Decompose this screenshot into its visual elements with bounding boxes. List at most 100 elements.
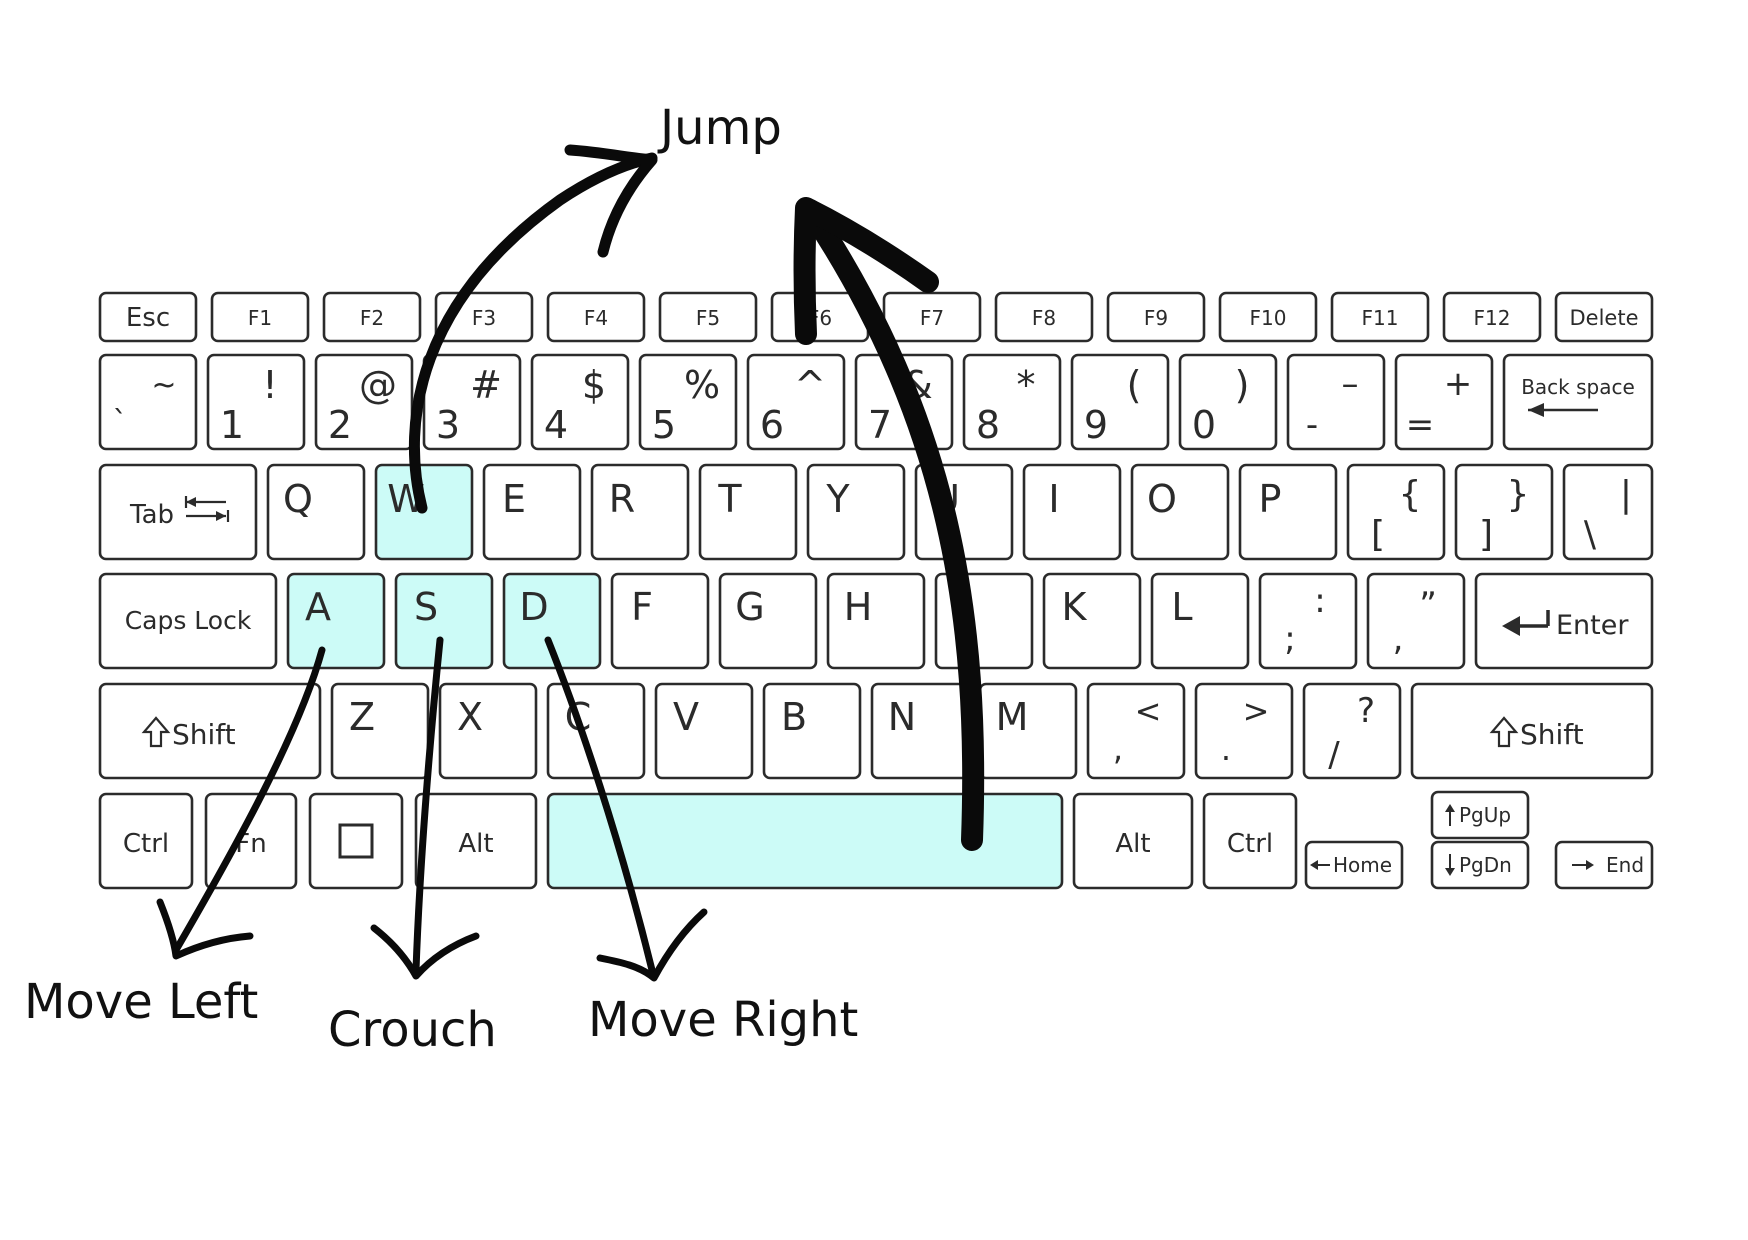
- shift-arrow-icon: [141, 716, 171, 748]
- jump-arrow-from-w: [408, 144, 658, 514]
- key-f4: F4: [546, 291, 646, 343]
- key-label: O: [1147, 477, 1177, 521]
- key-label: K: [1062, 585, 1088, 629]
- key-i: I: [1022, 463, 1122, 561]
- key-label: PgUp: [1459, 803, 1511, 827]
- key-9: (9: [1070, 353, 1170, 451]
- key-t: T: [698, 463, 798, 561]
- window-square-icon: [338, 823, 374, 859]
- key-label: F11: [1362, 306, 1399, 330]
- key-label: D: [519, 585, 548, 629]
- key-d: D: [502, 572, 602, 670]
- key-shift-right: Shift: [1410, 682, 1654, 780]
- key-label: F4: [584, 306, 608, 330]
- key-label: S: [414, 585, 438, 629]
- key-enter: Enter: [1474, 572, 1654, 670]
- key-top-label: @: [359, 363, 397, 407]
- key-top-label: ~: [151, 368, 176, 403]
- key-delete: Delete: [1554, 291, 1654, 343]
- key-bottom-label: 1: [220, 403, 244, 447]
- key-s: S: [394, 572, 494, 670]
- key-label: F7: [920, 306, 944, 330]
- key-a: A: [286, 572, 386, 670]
- key-label: P: [1259, 477, 1282, 521]
- key-bottom-label: 3: [436, 403, 460, 447]
- key-label: Esc: [126, 303, 170, 333]
- key-shift-left: Shift: [98, 682, 322, 780]
- key-bottom-label: -: [1306, 405, 1318, 445]
- key-b: B: [762, 682, 862, 780]
- key-z: Z: [330, 682, 430, 780]
- key-f11: F11: [1330, 291, 1430, 343]
- key-top-label: $: [582, 363, 606, 407]
- key-backspace: Back space: [1502, 353, 1654, 451]
- shift-arrow-icon: [1489, 716, 1519, 748]
- function-row: Esc F1 F2 F3 F4 F5 F6 F7 F8 F9 F10 F11 F…: [98, 291, 1654, 343]
- key-label: End: [1606, 853, 1644, 877]
- key-top-label: ^: [794, 363, 826, 407]
- key-f3: F3: [434, 291, 534, 343]
- key-top-label: ?: [1357, 691, 1375, 731]
- key-label: F1: [248, 306, 272, 330]
- key-label: F: [631, 585, 653, 629]
- key-label: F9: [1144, 306, 1168, 330]
- key-label: Home: [1333, 853, 1392, 877]
- key-tab: Tab: [98, 463, 258, 561]
- enter-arrow-icon: [1502, 610, 1550, 636]
- key-4: $4: [530, 353, 630, 451]
- left-arrow-icon: [1310, 860, 1330, 870]
- key-label: F8: [1032, 306, 1056, 330]
- key-top-label: |: [1620, 474, 1632, 515]
- key-label: L: [1171, 585, 1192, 629]
- key-e: E: [482, 463, 582, 561]
- key-right-bracket: }]: [1454, 463, 1554, 561]
- key-top-label: <: [1135, 692, 1162, 730]
- key-h: H: [826, 572, 926, 670]
- key-f5: F5: [658, 291, 758, 343]
- key-label: F10: [1250, 306, 1287, 330]
- key-label: Back space: [1521, 375, 1635, 399]
- key-equals: +=: [1394, 353, 1494, 451]
- bottom-row: Ctrl Fn Alt Alt Ctrl Home PgUp PgDn End: [98, 790, 1654, 890]
- key-period: >.: [1194, 682, 1294, 780]
- key-top-label: ): [1235, 363, 1250, 407]
- tab-arrows-icon: [184, 496, 230, 522]
- key-label: Z: [349, 695, 375, 739]
- home-row: Caps Lock A S D F G H J K L :; ”, Enter: [98, 572, 1654, 670]
- key-bottom-label: .: [1221, 730, 1231, 768]
- key-esc: Esc: [98, 291, 198, 343]
- key-f2: F2: [322, 291, 422, 343]
- key-pgup: PgUp: [1430, 790, 1530, 840]
- up-arrow-icon: [1445, 804, 1455, 826]
- key-label: Caps Lock: [125, 606, 252, 635]
- key-label: Alt: [458, 829, 493, 859]
- key-bottom-label: 2: [328, 403, 352, 447]
- key-label: F2: [360, 306, 384, 330]
- key-5: %5: [638, 353, 738, 451]
- key-bottom-label: 8: [976, 403, 1000, 447]
- key-g: G: [718, 572, 818, 670]
- key-f8: F8: [994, 291, 1094, 343]
- shift-row: Shift Z X C V B N M <, >. ?/ Shift: [98, 682, 1654, 780]
- key-label: PgDn: [1459, 853, 1512, 877]
- key-label: F5: [696, 306, 720, 330]
- key-x: X: [438, 682, 538, 780]
- key-label: V: [673, 695, 699, 739]
- move-left-label: Move Left: [24, 974, 258, 1030]
- key-top-label: (: [1127, 363, 1142, 407]
- key-m: M: [978, 682, 1078, 780]
- crouch-arrow: [370, 636, 480, 980]
- key-label: B: [781, 695, 807, 739]
- key-label: Shift: [1520, 718, 1584, 751]
- key-pgdn: PgDn: [1430, 840, 1530, 890]
- key-alt-left: Alt: [414, 792, 538, 890]
- key-backtick: ~`: [98, 353, 198, 451]
- key-top-label: :: [1314, 581, 1325, 621]
- key-top-label: +: [1444, 364, 1473, 404]
- key-l: L: [1150, 572, 1250, 670]
- key-f12: F12: [1442, 291, 1542, 343]
- key-label: Y: [825, 477, 850, 521]
- key-f1: F1: [210, 291, 310, 343]
- key-label: Ctrl: [123, 829, 169, 859]
- key-top-label: !: [262, 363, 277, 407]
